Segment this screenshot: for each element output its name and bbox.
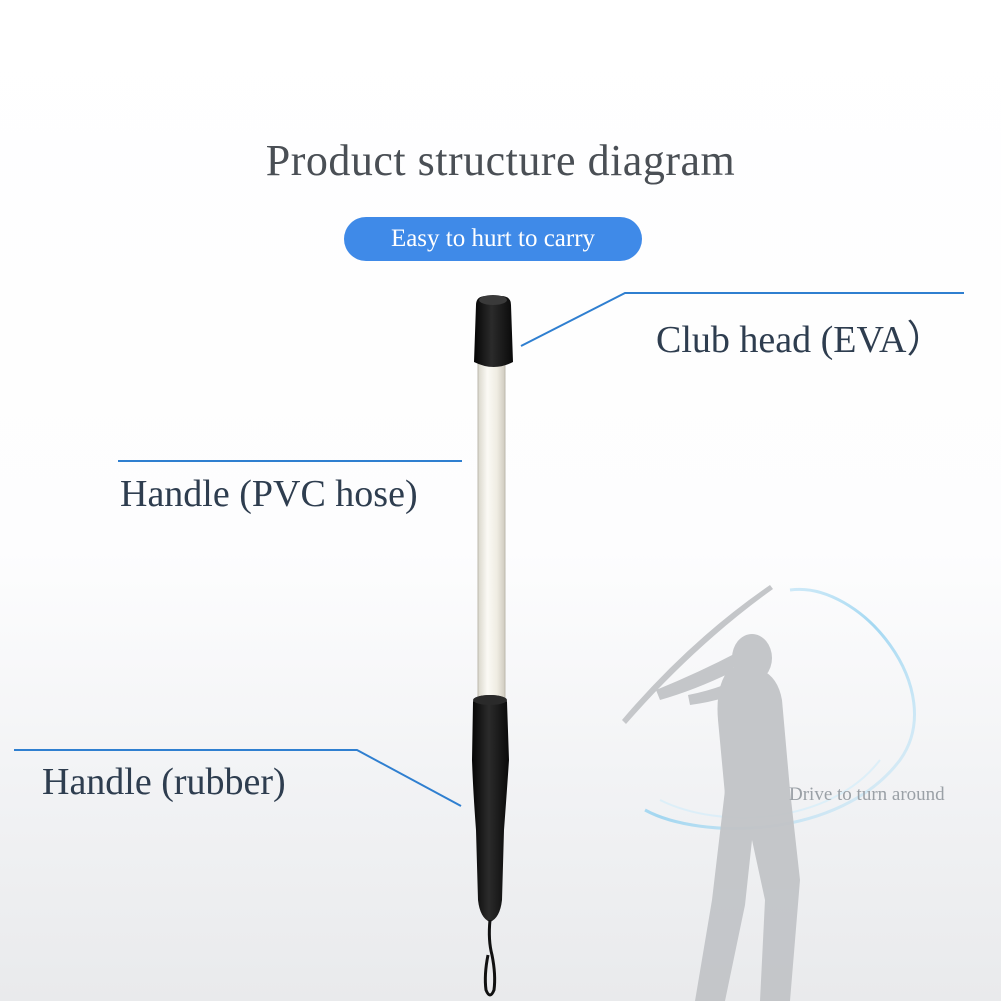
- eva-club-head: [474, 296, 513, 367]
- label-handle-pvc: Handle (PVC hose): [120, 473, 418, 515]
- callout-line-club-head: [520, 292, 964, 347]
- pvc-shaft: [477, 359, 506, 706]
- label-club-head: Club head (EVA）: [656, 319, 945, 361]
- feature-badge: Easy to hurt to carry: [344, 217, 642, 261]
- callout-line-rubber: [14, 749, 462, 807]
- page-title: Product structure diagram: [265, 136, 736, 185]
- swing-caption: Drive to turn around: [789, 784, 945, 805]
- rubber-grip: [472, 695, 509, 922]
- swing-arc: [644, 587, 916, 830]
- label-handle-rubber: Handle (rubber): [42, 761, 286, 803]
- lanyard-loop: [483, 919, 497, 997]
